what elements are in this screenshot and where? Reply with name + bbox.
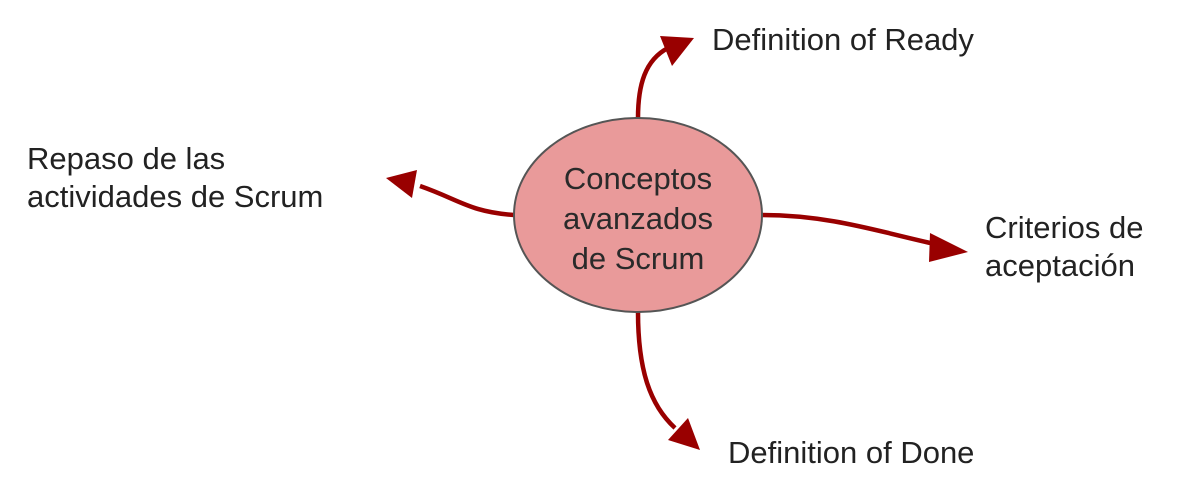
center-node-label-line: avanzados xyxy=(563,201,713,236)
branch-label-right: Criterios de aceptación xyxy=(985,209,1144,285)
arrowhead-right xyxy=(929,233,968,262)
center-node-label-line: Conceptos xyxy=(563,161,713,196)
branch-label-line: Criterios de xyxy=(985,210,1144,245)
branch-label-line: Definition of Done xyxy=(728,435,975,470)
center-node-label-line: de Scrum xyxy=(571,241,705,276)
arrowhead-left xyxy=(386,170,417,198)
arrowhead-top xyxy=(660,36,694,66)
arrow-right xyxy=(761,212,936,247)
branch-label-bottom: Definition of Done xyxy=(728,434,974,472)
branch-label-line: Repaso de las xyxy=(27,141,226,176)
branch-label-line: aceptación xyxy=(985,248,1135,283)
arrowhead-bottom xyxy=(668,418,700,450)
branch-label-line: Definition of Ready xyxy=(712,22,974,57)
branch-label-line: actividades de Scrum xyxy=(27,179,324,214)
arrow-top xyxy=(635,46,670,119)
branch-label-top: Definition of Ready xyxy=(712,21,974,59)
arrow-bottom xyxy=(635,311,677,430)
center-node-label: Conceptos avanzados de Scrum xyxy=(518,159,758,279)
branch-label-left: Repaso de las actividades de Scrum xyxy=(27,140,323,216)
arrow-left xyxy=(419,183,515,218)
center-node xyxy=(513,117,763,313)
